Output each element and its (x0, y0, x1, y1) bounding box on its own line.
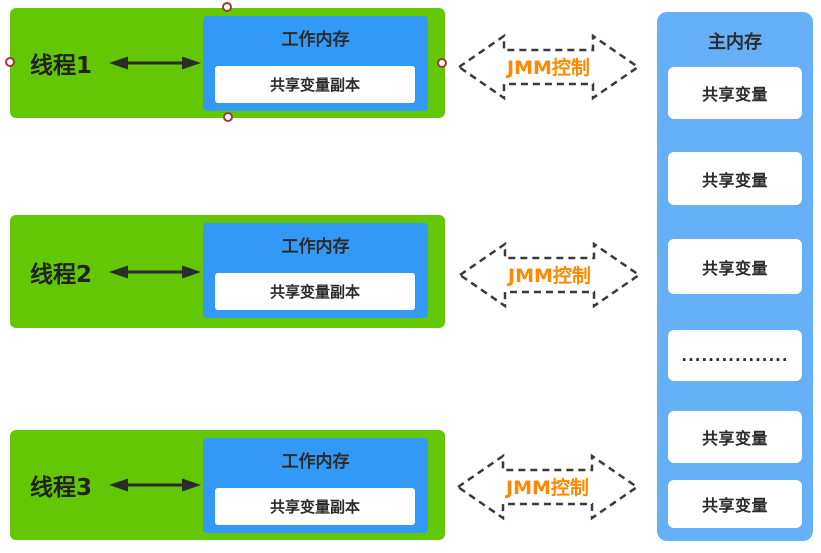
memory-slot-5[interactable]: 共享变量 (668, 480, 802, 528)
working-memory-box[interactable]: 工作内存 共享变量副本 (203, 223, 428, 318)
thread-2-box[interactable]: 线程2 工作内存 共享变量副本 (10, 215, 445, 328)
jmm-control-label: JMM控制 (507, 56, 590, 79)
working-memory-box[interactable]: 工作内存 共享变量副本 (203, 16, 428, 111)
shared-copy-box[interactable]: 共享变量副本 (215, 273, 415, 310)
bidirectional-arrow-icon (109, 265, 201, 278)
shared-copy-box[interactable]: 共享变量副本 (215, 66, 415, 103)
shared-copy-label: 共享变量副本 (269, 498, 360, 516)
selection-handle-left[interactable] (5, 57, 15, 67)
memory-slot-label: 共享变量 (701, 258, 768, 278)
jmm-control-arrow-3[interactable]: JMM控制 (455, 450, 640, 524)
selection-handle-top[interactable] (222, 2, 232, 12)
thread-3-label: 线程3 (30, 475, 93, 501)
memory-slot-label: ................ (681, 346, 789, 365)
shared-copy-box[interactable]: 共享变量副本 (215, 488, 415, 525)
dashed-double-arrow-icon (455, 453, 640, 521)
shared-copy-label: 共享变量副本 (269, 283, 360, 301)
dashed-double-arrow-icon (457, 241, 642, 309)
memory-slot-3[interactable]: 共享变量 (668, 239, 802, 294)
memory-slot-ellipsis[interactable]: ................ (668, 330, 802, 381)
working-memory-label: 工作内存 (281, 30, 350, 50)
shared-copy-label: 共享变量副本 (269, 76, 360, 94)
working-memory-box[interactable]: 工作内存 共享变量副本 (203, 438, 428, 533)
thread-2-label: 线程2 (30, 261, 93, 288)
dashed-double-arrow-icon (456, 33, 641, 101)
jmm-control-label: JMM控制 (508, 264, 591, 287)
selection-handle-right[interactable] (437, 58, 447, 68)
bidirectional-arrow-icon (109, 56, 201, 70)
memory-slot-label: 共享变量 (701, 85, 768, 104)
memory-slot-4[interactable]: 共享变量 (668, 411, 802, 463)
thread-3-box[interactable]: 线程3 工作内存 共享变量副本 (10, 430, 445, 540)
working-memory-label: 工作内存 (281, 237, 350, 257)
working-memory-label: 工作内存 (281, 452, 350, 472)
memory-slot-label: 共享变量 (701, 496, 768, 515)
memory-slot-label: 共享变量 (701, 429, 768, 448)
memory-slot-1[interactable]: 共享变量 (668, 67, 802, 119)
thread-1-box[interactable]: 线程1 工作内存 共享变量副本 (10, 8, 445, 118)
memory-slot-2[interactable]: 共享变量 (668, 152, 802, 205)
memory-slot-label: 共享变量 (701, 170, 768, 190)
jmm-control-label: JMM控制 (506, 476, 589, 499)
jmm-control-arrow-2[interactable]: JMM控制 (457, 238, 642, 312)
selection-handle-bottom[interactable] (223, 112, 233, 122)
main-memory-title: 主内存 (708, 32, 762, 53)
thread-1-label: 线程1 (30, 53, 93, 79)
jmm-control-arrow-1[interactable]: JMM控制 (456, 30, 641, 104)
bidirectional-arrow-icon (109, 478, 201, 492)
main-memory-box[interactable]: 主内存 共享变量 共享变量 共享变量 ................ 共享变量… (657, 12, 813, 541)
